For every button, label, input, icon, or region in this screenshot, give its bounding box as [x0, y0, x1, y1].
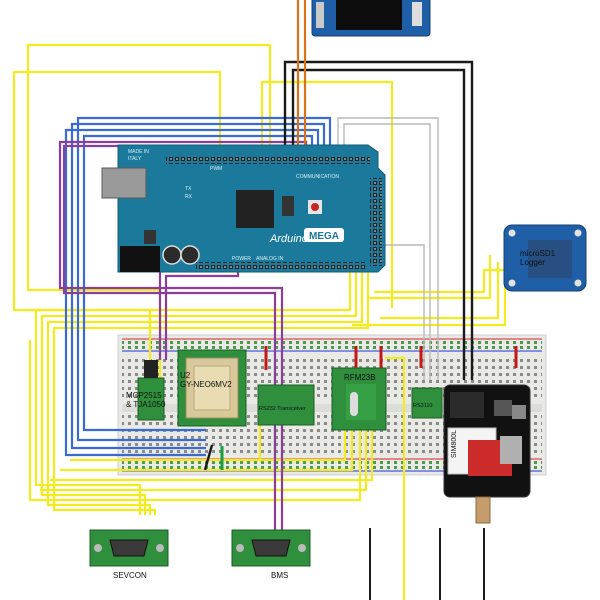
usb-port — [101, 167, 147, 199]
capacitor — [162, 245, 182, 265]
gsm-label: SIM800L — [451, 430, 458, 458]
gps-ref-label: U2 — [180, 371, 191, 380]
pwm-label: PWM — [210, 166, 222, 172]
rs232-module: RS232 Transceiver — [257, 384, 315, 426]
made-in-label: MADE IN — [128, 149, 149, 155]
wires-gray — [337, 117, 439, 380]
can-module-label: MCP2515 & TJA1050 — [126, 391, 166, 409]
rx-label: RX — [185, 194, 193, 200]
bms-label: BMS — [271, 571, 288, 580]
microsd-logger-module: microSD1 Logger — [503, 224, 587, 292]
microsd-label-line1: microSD1 — [520, 249, 556, 258]
power-jack — [120, 246, 160, 272]
digital-header — [166, 156, 370, 164]
side-header — [370, 178, 382, 266]
power-label: POWER — [232, 256, 251, 262]
mega-label: MEGA — [309, 231, 339, 242]
level-shifter-label: RS3110 — [413, 403, 432, 409]
can-label-line1: MCP2515 — [126, 391, 162, 400]
wires-orange — [296, 0, 307, 150]
gsm-module: SIM800L — [443, 384, 531, 524]
microsd-label-line2: Logger — [520, 258, 545, 267]
wires-blue — [64, 116, 332, 457]
gps-module: U2 GY-NEO6MV2 — [177, 349, 247, 427]
rs232-label: RS232 Transceiver — [259, 406, 306, 412]
icsp-header — [282, 196, 294, 216]
can-module: MCP2515 & TJA1050 — [126, 360, 166, 421]
wires-yellow — [12, 43, 510, 600]
sevcon-connector: SEVCON — [89, 529, 169, 580]
rfm23b-label: RFM23B — [344, 373, 376, 382]
arduino-brand: Arduino — [269, 233, 308, 245]
wires-black — [203, 60, 474, 471]
can-label-line2: & TJA1050 — [126, 400, 166, 409]
antenna — [475, 496, 491, 524]
analog-header — [196, 262, 366, 270]
bms-connector: BMS — [231, 529, 311, 580]
country-label: ITALY — [128, 156, 142, 162]
rfm23b-module: RFM23B — [331, 367, 387, 431]
tx-label: TX — [185, 186, 192, 192]
capacitor — [180, 245, 200, 265]
microsd-label: microSD1 Logger — [520, 249, 557, 267]
communication-label: COMMUNICATION — [296, 174, 339, 180]
lcd-display — [311, 0, 431, 37]
sevcon-label: SEVCON — [113, 571, 147, 580]
probe-wires — [369, 528, 485, 600]
gps-label: GY-NEO6MV2 — [180, 380, 232, 389]
level-shifter-module: RS3110 — [411, 387, 443, 419]
microcontroller-chip — [236, 190, 274, 228]
power-jumpers — [264, 346, 518, 370]
arduino-mega-board: MADE IN ITALY TX RX PWM COMMUNICATION PO… — [101, 144, 386, 273]
analog-in-label: ANALOG IN — [256, 256, 284, 262]
